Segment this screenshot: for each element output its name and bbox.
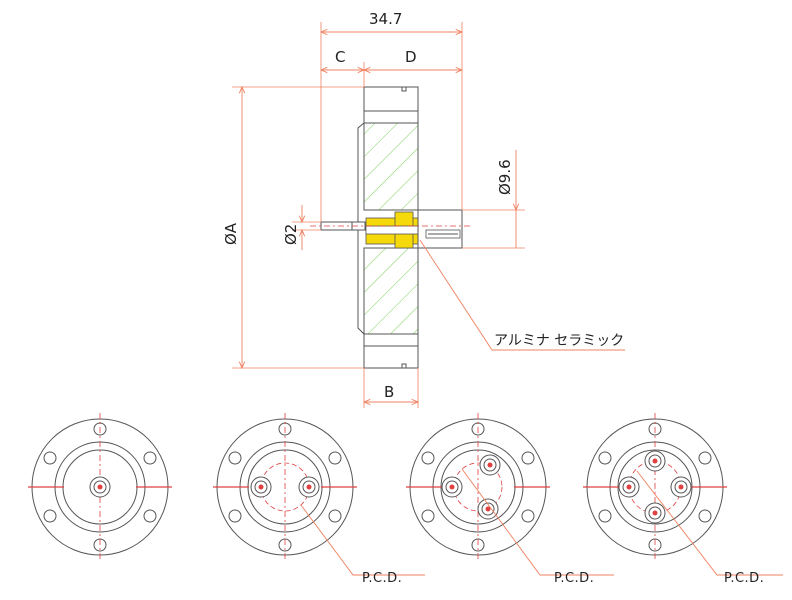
front-view-4-pin — [583, 413, 783, 576]
sleeve — [417, 209, 463, 249]
pcd-label-1: P.C.D. — [362, 571, 402, 586]
pcd-label-2: P.C.D. — [554, 571, 594, 586]
flange-top-solid — [363, 86, 419, 124]
pcd-label-3: P.C.D. — [724, 571, 764, 586]
dim-d: D — [405, 48, 417, 66]
side-section-view — [310, 86, 470, 369]
flange-top-section — [363, 122, 419, 211]
front-view-2-pin — [213, 413, 425, 576]
dim-c: C — [335, 48, 345, 66]
front-view-3-pin — [406, 413, 614, 576]
dim-b: B — [384, 383, 394, 401]
dimensions: 34.7 C D ØA Ø2 Ø9.6 B アルミナ セラミック — [222, 10, 625, 408]
front-view-1-pin — [28, 413, 172, 561]
dim-overall-length: 34.7 — [369, 10, 402, 28]
flange-bottom-section — [363, 247, 419, 335]
dim-pin-diameter: Ø2 — [282, 224, 300, 245]
dim-outer-diameter: ØA — [222, 222, 240, 245]
dim-sleeve-diameter: Ø9.6 — [496, 159, 514, 195]
callout-insulator: アルミナ セラミック — [494, 333, 624, 349]
flange-bottom-solid — [363, 333, 419, 369]
